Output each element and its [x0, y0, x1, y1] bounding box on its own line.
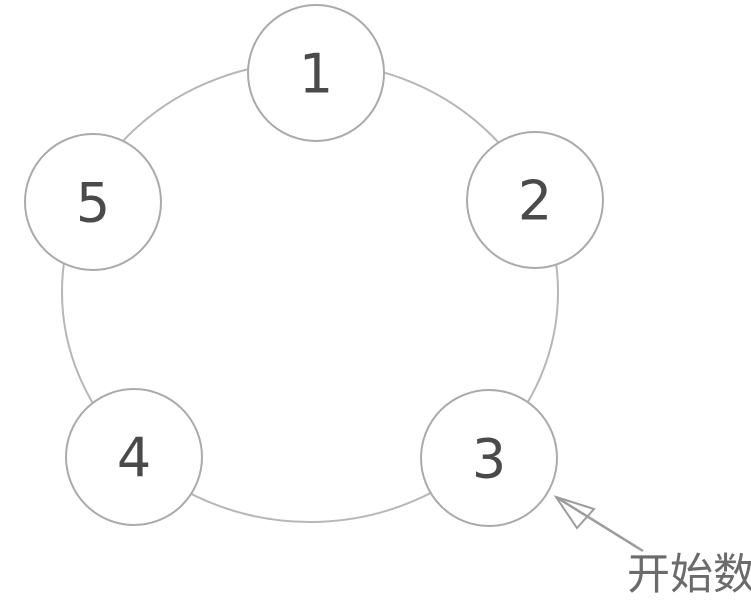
- node-2: 2: [466, 131, 604, 269]
- node-label-3: 3: [472, 427, 506, 490]
- arrow-shaft: [555, 495, 644, 553]
- node-label-4: 4: [117, 426, 151, 489]
- arrow-head: [553, 495, 596, 530]
- node-label-2: 2: [518, 169, 552, 232]
- node-circle-3: [420, 389, 558, 527]
- annotation-start-label: 开始数: [627, 550, 751, 600]
- start-pointer-arrow-icon: [553, 495, 644, 553]
- node-label-1: 1: [299, 42, 333, 105]
- node-circle-1: [247, 4, 385, 142]
- node-circle-4: [65, 388, 203, 526]
- node-circle-5: [24, 133, 162, 271]
- node-3: 3: [420, 389, 558, 527]
- node-1: 1: [247, 4, 385, 142]
- node-4: 4: [65, 388, 203, 526]
- node-label-5: 5: [76, 171, 110, 234]
- node-5: 5: [24, 133, 162, 271]
- node-circle-2: [466, 131, 604, 269]
